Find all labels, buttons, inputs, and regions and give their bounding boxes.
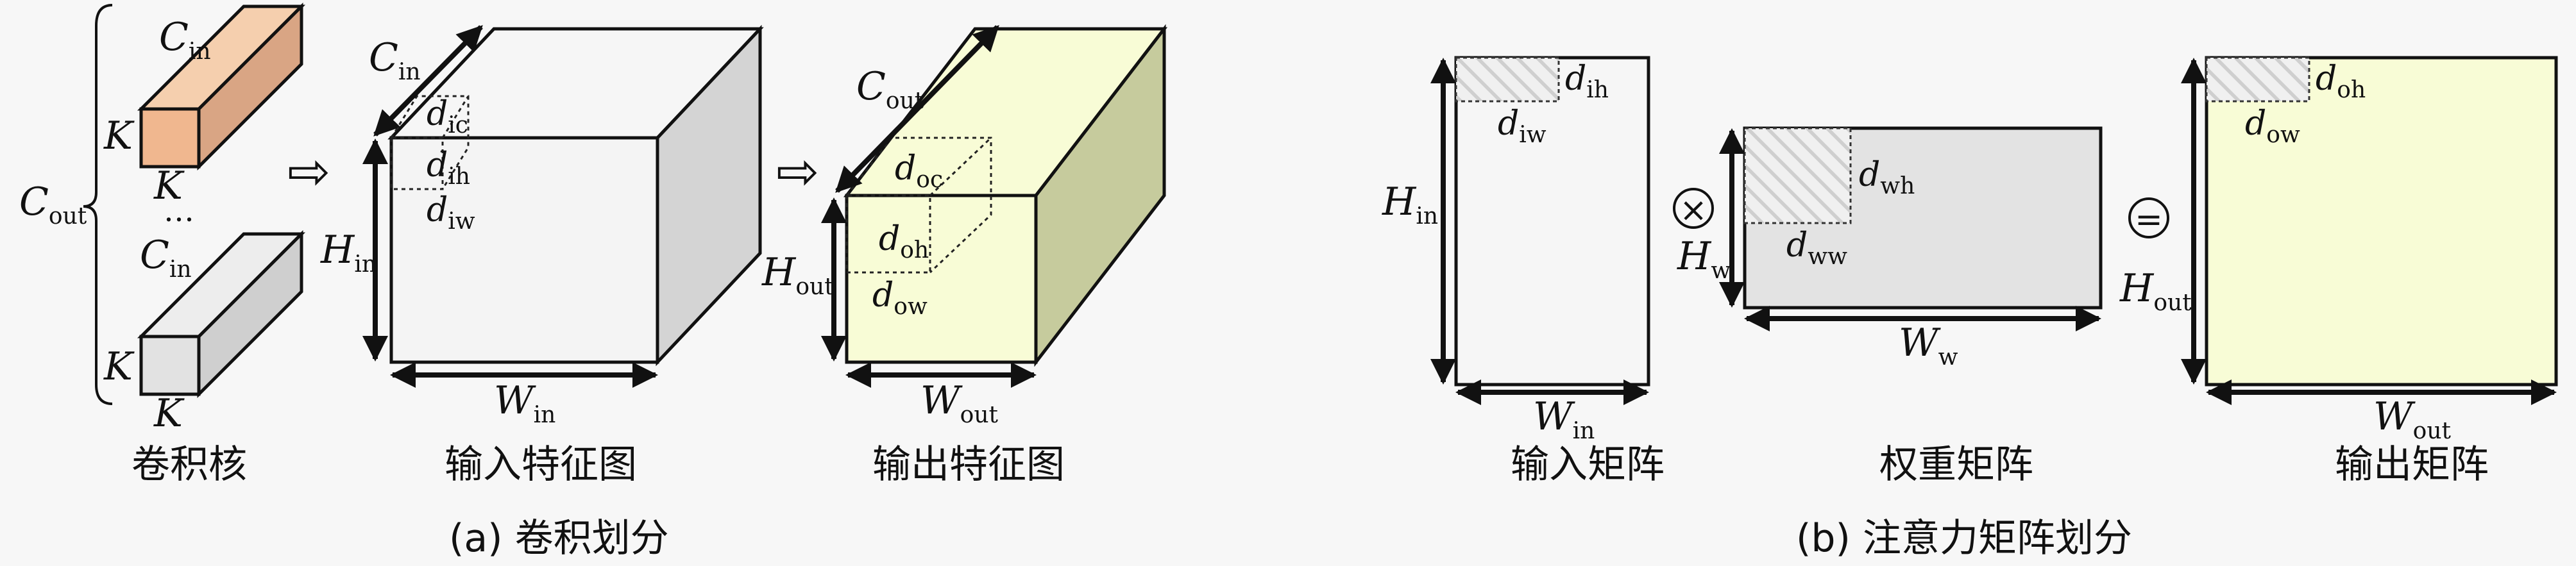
weight-h-label: Hw <box>1677 234 1731 284</box>
input-dih-matrix-label: dih <box>1565 60 1609 103</box>
input-diw-label: diw <box>427 191 475 235</box>
times-operator: × <box>1673 188 1714 229</box>
hollow-arrow-1: ⇨ <box>287 142 330 201</box>
kernel2-k-left: K <box>103 344 135 389</box>
cout-label: Cout <box>19 179 87 229</box>
input-feature-cube <box>387 24 764 367</box>
kernel1-k-bottom: K <box>153 163 185 208</box>
input-diw-matrix-label: diw <box>1498 104 1546 148</box>
output-cout-label: Cout <box>856 64 924 114</box>
output-feature-caption: 输出特征图 <box>872 442 1065 487</box>
kernel-caption: 卷积核 <box>131 442 247 487</box>
output-matrix <box>2205 56 2558 387</box>
output-doc-label: doc <box>895 149 943 193</box>
input-cin-label: Cin <box>369 35 421 85</box>
output-matrix-h-label: Hout <box>2119 266 2192 316</box>
input-feature-caption: 输入特征图 <box>445 442 637 487</box>
input-matrix-w-label: Win <box>1533 394 1595 444</box>
output-matrix-w-label: Wout <box>2373 394 2452 444</box>
weight-matrix-caption: 权重矩阵 <box>1879 442 2033 487</box>
kernel2-cin-label: Cin <box>140 233 192 283</box>
output-dow-matrix-label: dow <box>2245 104 2300 148</box>
input-hin-label: Hin <box>320 228 377 278</box>
output-hout-label: Hout <box>761 250 834 300</box>
part-b-caption: (b) 注意力矩阵划分 <box>1796 516 2132 561</box>
cout-brace <box>83 4 113 405</box>
weight-w-label: Ww <box>1899 320 1958 370</box>
output-wout-label: Wout <box>920 378 999 428</box>
weight-dww-label: dww <box>1786 226 1847 270</box>
input-dic-label: dic <box>427 95 468 138</box>
input-win-label: Win <box>494 378 555 428</box>
kernel1-k-left: K <box>103 113 135 158</box>
output-feature-cube <box>843 24 1168 367</box>
output-dow-label: dow <box>872 276 928 320</box>
input-matrix-h-label: Hin <box>1382 179 1438 229</box>
kernel-gray <box>137 229 306 399</box>
svg-text:=: = <box>2135 201 2163 239</box>
output-matrix-block <box>2205 56 2310 103</box>
kernel1-cin-label: Cin <box>159 15 211 65</box>
kernels-ellipsis: … <box>164 193 194 229</box>
output-matrix-caption: 输出矩阵 <box>2335 442 2489 487</box>
equals-operator: = <box>2128 197 2169 239</box>
input-matrix-caption: 输入矩阵 <box>1511 442 1665 487</box>
output-doh-matrix-label: doh <box>2316 60 2366 103</box>
weight-matrix-block <box>1743 127 1852 224</box>
input-dih-label: dih <box>427 146 470 190</box>
svg-text:×: × <box>1679 191 1707 229</box>
weight-dwh-label: dwh <box>1859 156 1915 199</box>
input-matrix-block <box>1455 56 1560 103</box>
input-matrix <box>1454 56 1650 387</box>
kernel-orange <box>137 2 306 171</box>
input-cin-arrow <box>373 25 483 137</box>
part-a-caption: (a) 卷积划分 <box>449 516 669 561</box>
output-cout-arrow <box>835 25 999 193</box>
kernel2-k-bottom: K <box>153 391 185 436</box>
output-doh-label: doh <box>879 220 929 263</box>
hollow-arrow-2: ⇨ <box>776 142 819 201</box>
